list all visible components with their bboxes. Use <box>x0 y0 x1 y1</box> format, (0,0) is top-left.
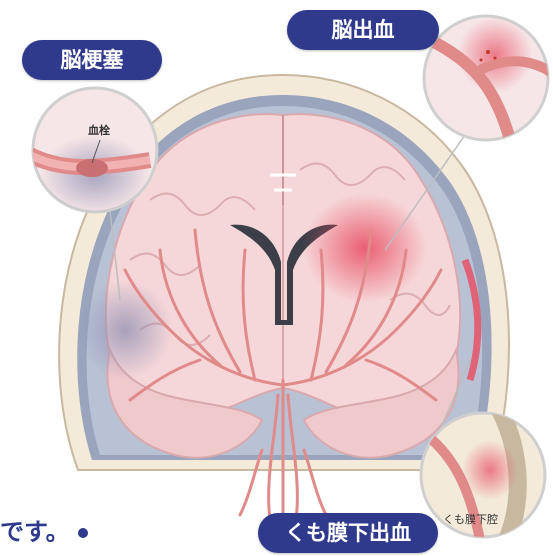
clot-label: 血栓 <box>88 122 110 138</box>
hemorrhage-callout <box>424 16 553 140</box>
caption-text: です。 <box>0 518 70 546</box>
infarction-callout <box>30 88 157 215</box>
label-infarction: 脳梗塞 <box>22 40 162 80</box>
cursor-dot-icon <box>78 528 88 538</box>
label-subarachnoid: くも膜下出血 <box>258 513 438 553</box>
ischemic-area <box>77 280 173 380</box>
subarachnoid-small-label: くも膜下腔 <box>443 511 498 527</box>
label-hemorrhage: 脳出血 <box>287 10 439 50</box>
caption-fragment: です。 <box>0 512 88 547</box>
